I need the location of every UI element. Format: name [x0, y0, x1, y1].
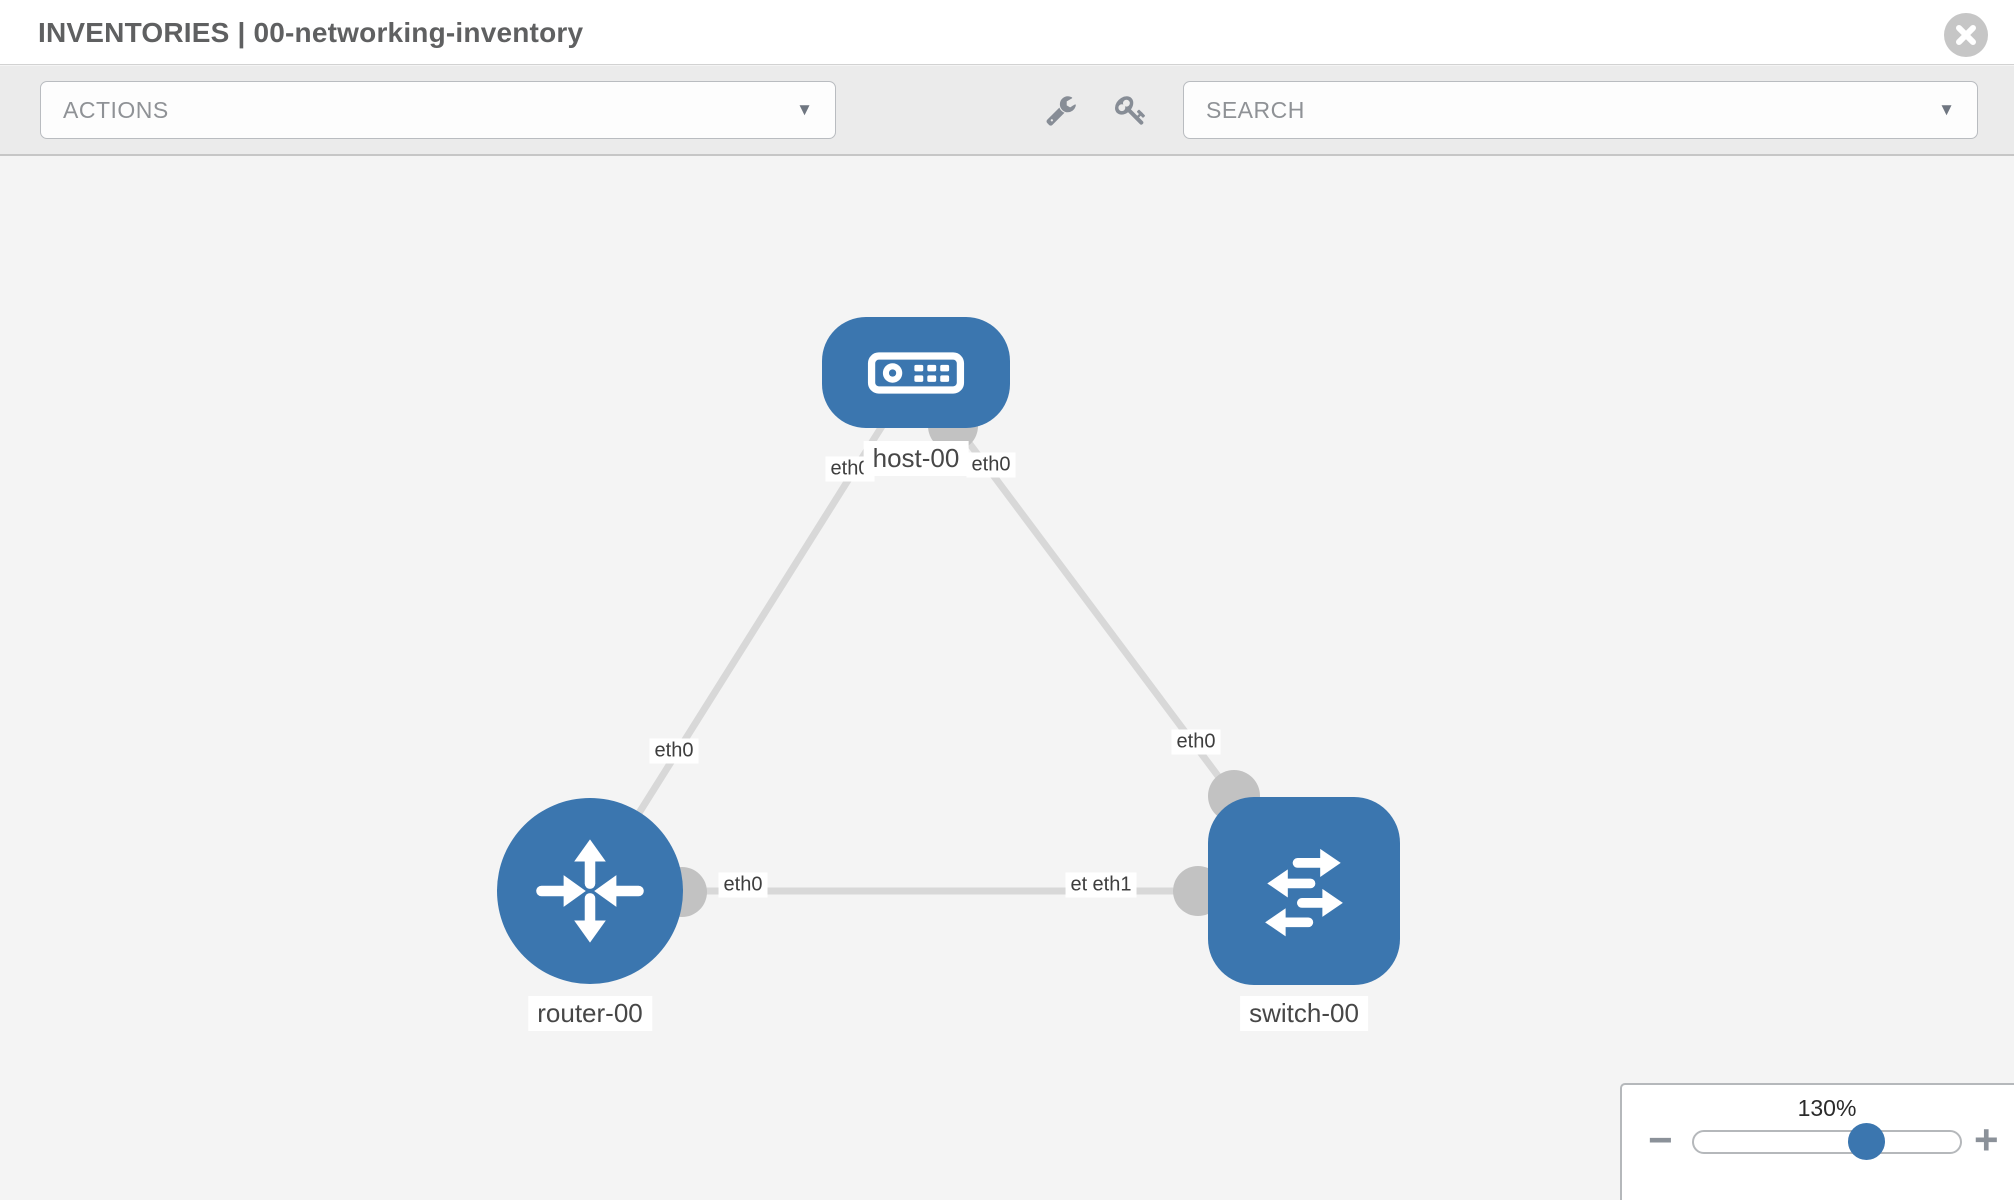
node-label-host: host-00 — [863, 441, 969, 476]
node-router-00[interactable] — [497, 798, 683, 984]
node-host-00[interactable] — [822, 317, 1010, 428]
node-switch-00[interactable] — [1208, 797, 1400, 985]
interface-label-switch-eth0-top: eth0 — [1171, 729, 1221, 755]
chevron-down-icon: ▼ — [796, 100, 813, 119]
zoom-percentage: 130% — [1797, 1095, 1857, 1121]
zoom-out-button[interactable]: − — [1648, 1116, 1673, 1163]
interface-label-host-eth0-right: eth0 — [966, 452, 1016, 478]
page-title: INVENTORIES | 00-networking-inventory — [38, 17, 584, 48]
node-label-router: router-00 — [528, 996, 652, 1031]
actions-dropdown[interactable]: ACTIONS ▼ — [40, 81, 836, 139]
zoom-in-button[interactable]: + — [1974, 1116, 1999, 1163]
zoom-slider[interactable] — [1692, 1123, 1962, 1160]
actions-dropdown-label: ACTIONS — [63, 96, 169, 123]
interface-label-router-eth0: eth0 — [718, 872, 768, 898]
switch-icon — [1265, 848, 1343, 937]
wrench-icon — [1046, 96, 1076, 126]
toolbar: ACTIONS ▼ SEARCH ▼ — [0, 66, 2014, 156]
node-label-switch: switch-00 — [1240, 996, 1368, 1031]
interface-label-switch-eth1: eth1 — [1087, 872, 1137, 898]
interface-label-router-eth0-up: eth0 — [649, 738, 699, 764]
zoom-slider-thumb[interactable] — [1848, 1123, 1885, 1160]
close-icon — [1956, 25, 1976, 45]
close-button[interactable] — [1944, 13, 1988, 57]
search-dropdown[interactable]: SEARCH ▼ — [1183, 81, 1978, 139]
key-icon — [1115, 96, 1146, 125]
router-icon — [536, 839, 644, 943]
credentials-button[interactable] — [1114, 93, 1148, 127]
window-header: INVENTORIES | 00-networking-inventory — [0, 0, 2014, 65]
chevron-down-icon: ▼ — [1938, 100, 1955, 119]
zoom-control-panel: 130% − + — [1620, 1083, 2014, 1200]
search-dropdown-label: SEARCH — [1206, 96, 1305, 123]
tools-button[interactable] — [1044, 93, 1078, 127]
host-icon — [867, 351, 965, 394]
